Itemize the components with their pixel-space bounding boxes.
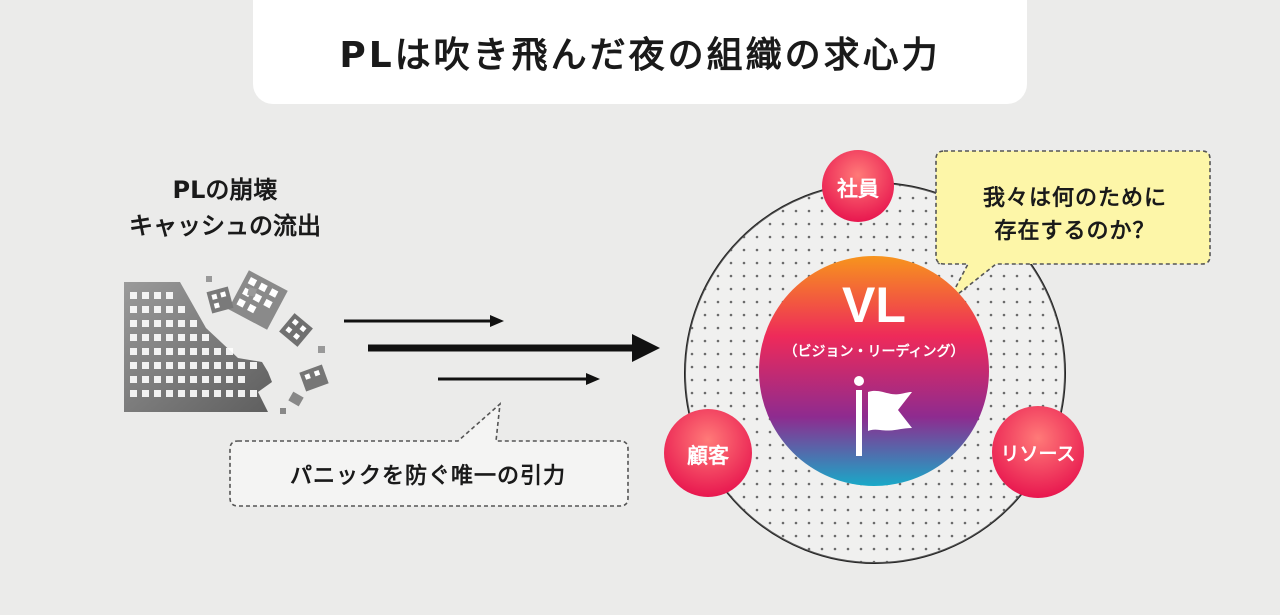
panic-caption: パニックを防ぐ唯一の引力	[289, 464, 566, 489]
panic-callout-box	[229, 402, 629, 507]
collapsing-building-icon	[124, 270, 329, 414]
title-banner: PLは吹き飛んだ夜の組織の求心力	[253, 0, 1027, 104]
question-callout-box	[935, 150, 1211, 303]
node-employees-label: 社員	[837, 177, 879, 201]
question-text: 我々は何のために 存在するのか？	[940, 170, 1210, 260]
node-customers-circle	[664, 409, 752, 497]
collapse-label-line1: PLの崩壊	[172, 176, 278, 204]
flow-arrow-bottom	[438, 373, 600, 385]
flow-arrow-main	[368, 334, 660, 362]
node-employees-circle	[822, 150, 894, 222]
question-line2: 存在するのか？	[994, 219, 1156, 244]
node-customers-label: 顧客	[687, 444, 729, 468]
node-resources-circle	[992, 406, 1084, 498]
flow-arrow-top	[344, 315, 504, 327]
question-line1: 我々は何のために	[982, 186, 1167, 211]
vl-title: VL	[842, 277, 906, 333]
flag-icon	[854, 376, 912, 456]
node-resources-label: リソース	[1000, 443, 1076, 465]
page-title: PLは吹き飛んだ夜の組織の求心力	[339, 35, 941, 76]
vl-subtitle: （ビジョン・リーディング）	[783, 344, 965, 360]
vl-center-circle	[759, 256, 989, 486]
collapse-label-line2: キャッシュの流出	[129, 212, 321, 240]
collapse-label: PLの崩壊 キャッシュの流出	[60, 172, 390, 244]
